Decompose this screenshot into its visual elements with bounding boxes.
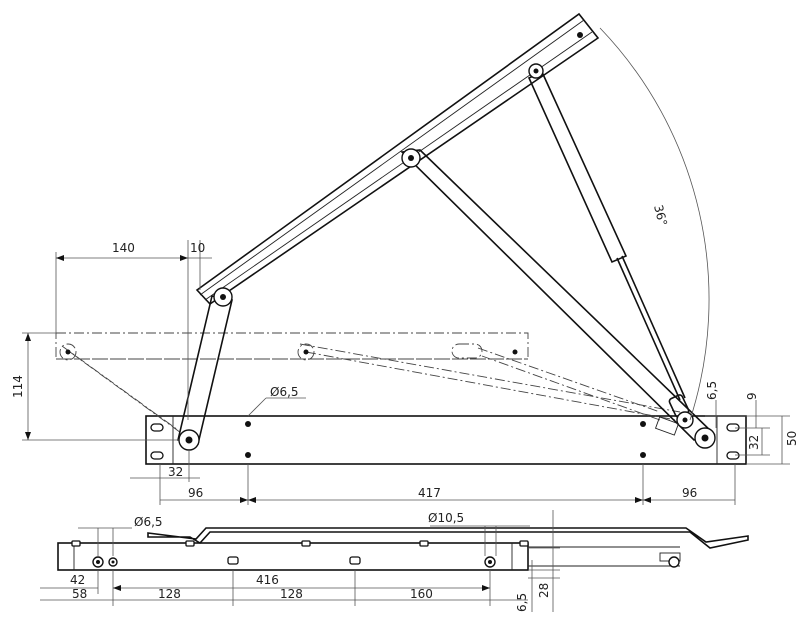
frame-arm bbox=[195, 12, 600, 306]
top-dimensions: 140 10 bbox=[55, 240, 212, 420]
dim-128-a: 128 bbox=[158, 587, 181, 601]
side-dimensions: 42 416 58 128 128 160 6,5 28 bbox=[40, 510, 560, 612]
base-rail bbox=[145, 415, 747, 465]
dim-416: 416 bbox=[256, 573, 279, 587]
dim-417: 417 bbox=[418, 486, 441, 500]
closed-position-outline bbox=[55, 332, 681, 439]
base-rail-slots bbox=[150, 423, 740, 460]
dim-side-hole-10-5: Ø10,5 bbox=[428, 511, 464, 525]
dim-114: 114 bbox=[11, 375, 25, 398]
dim-128-b: 128 bbox=[280, 587, 303, 601]
bottom-dimensions: 32 96 417 96 bbox=[130, 450, 736, 505]
side-view: Ø6,5 Ø10,5 42 416 58 128 128 160 bbox=[40, 510, 749, 612]
gas-strut bbox=[527, 63, 694, 436]
dim-side-hole-6-5: Ø6,5 bbox=[134, 515, 163, 529]
dim-58: 58 bbox=[72, 587, 87, 601]
dim-32-right: 32 bbox=[747, 435, 761, 450]
dim-9: 9 bbox=[745, 392, 759, 400]
dim-32-bottom: 32 bbox=[168, 465, 183, 479]
dim-50: 50 bbox=[785, 431, 799, 446]
dim-hole-6-5: Ø6,5 bbox=[270, 385, 299, 399]
opening-angle-arc bbox=[599, 27, 710, 421]
dim-42: 42 bbox=[70, 573, 85, 587]
dim-6-5-side: 6,5 bbox=[515, 593, 529, 612]
elevation-view: 36° 140 10 114 Ø6,5 bbox=[11, 12, 799, 505]
side-rail-slots bbox=[71, 540, 529, 565]
dim-96-right: 96 bbox=[682, 486, 697, 500]
dim-28: 28 bbox=[537, 583, 551, 598]
height-dimension: 114 bbox=[11, 332, 180, 441]
angle-label: 36° bbox=[651, 203, 670, 227]
base-rail-holes bbox=[245, 421, 646, 458]
dim-140: 140 bbox=[112, 241, 135, 255]
top-frame-profile bbox=[147, 527, 749, 549]
dim-160: 160 bbox=[410, 587, 433, 601]
dim-10: 10 bbox=[190, 241, 205, 255]
dim-96-left: 96 bbox=[188, 486, 203, 500]
left-link bbox=[177, 287, 233, 451]
right-dimensions: 6,5 9 32 50 bbox=[705, 381, 799, 465]
dim-6-5-right: 6,5 bbox=[705, 381, 719, 400]
main-link bbox=[400, 148, 716, 449]
side-rail bbox=[57, 542, 529, 571]
